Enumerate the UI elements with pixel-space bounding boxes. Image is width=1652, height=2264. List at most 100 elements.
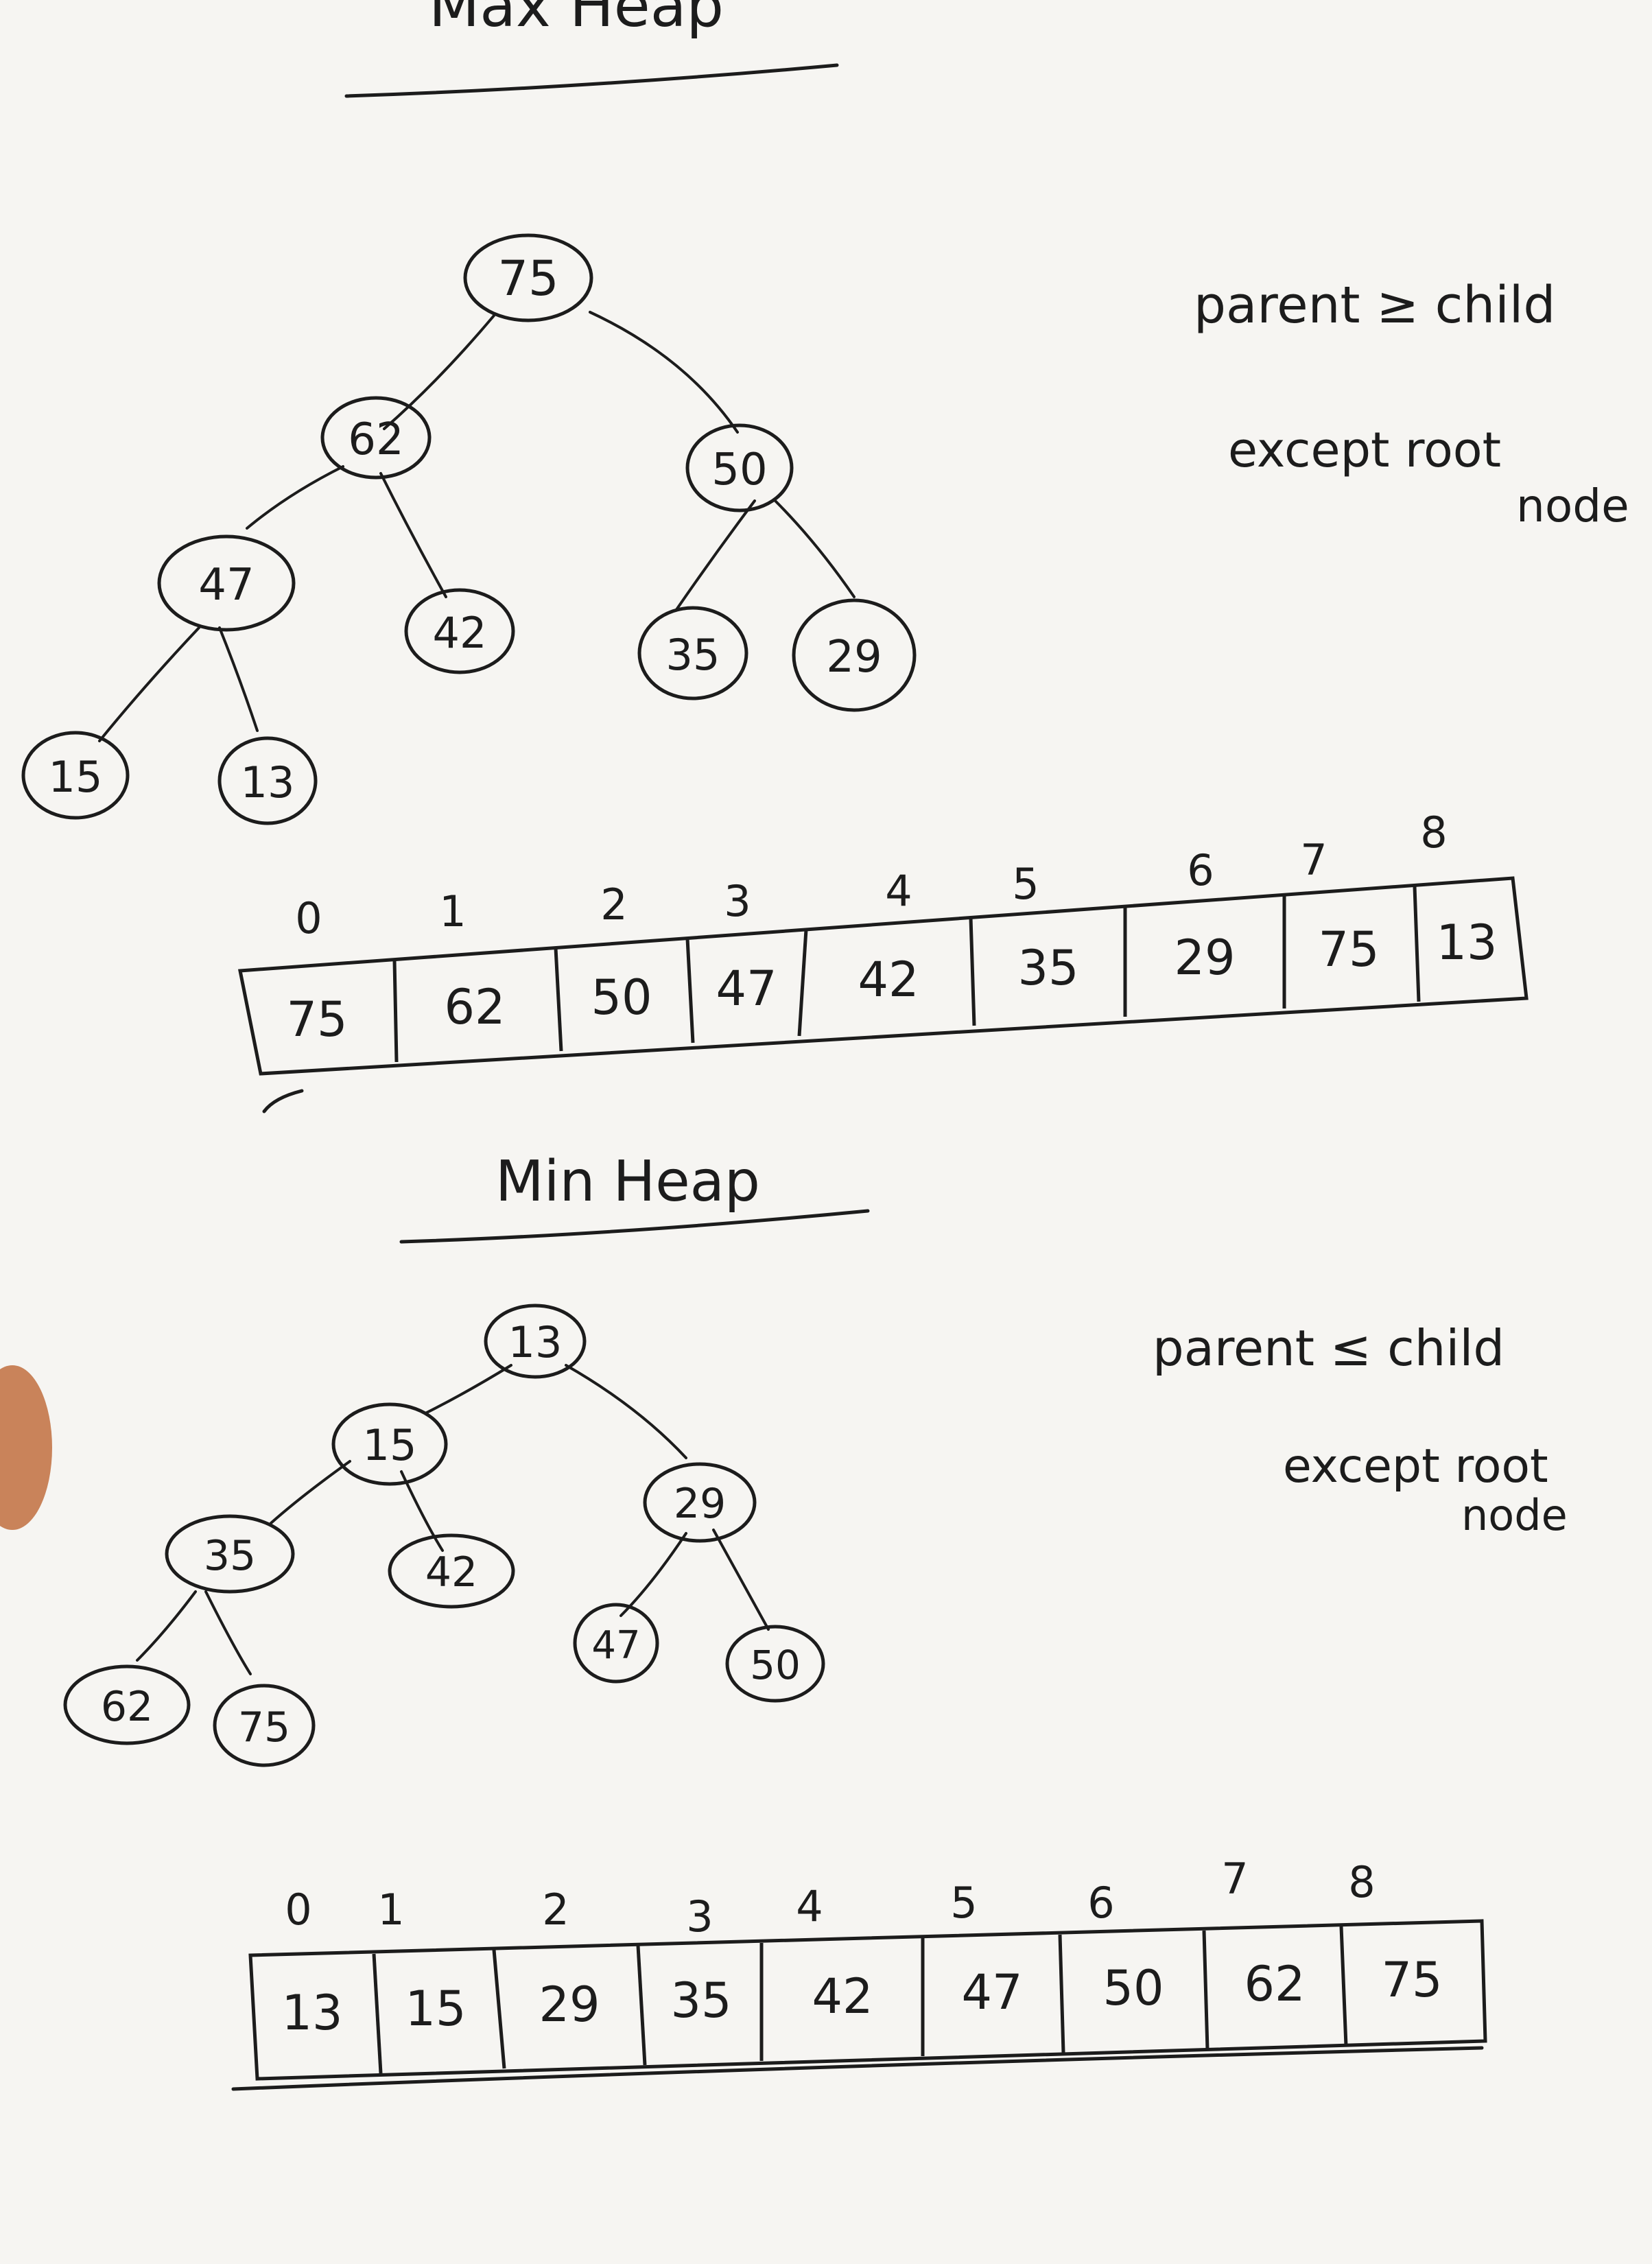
node-value: 62 (348, 414, 403, 465)
max-heap-tree: 75 62 50 47 42 35 (21, 233, 917, 825)
min-heap-array-base (231, 2046, 1484, 2091)
node-ring (21, 731, 130, 820)
node-value: 35 (666, 630, 720, 680)
array-index-3: 3 (724, 876, 751, 926)
array-divider (797, 929, 808, 1037)
min-edge-35-62 (136, 1590, 197, 1662)
array-divider (685, 938, 695, 1043)
array-cell-7: 62 (1244, 1956, 1305, 2012)
array-divider (492, 1949, 506, 2069)
min-edge-13-15 (424, 1364, 512, 1415)
array-cell-5: 35 (1017, 940, 1078, 996)
max-heap-node-42: 42 (404, 588, 515, 674)
min-heap-node-75: 75 (213, 1684, 316, 1767)
array-index-0: 0 (285, 1885, 311, 1935)
node-value: 75 (238, 1703, 290, 1752)
max-heap-node-13: 13 (217, 736, 318, 825)
max-heap-title: Max Heap (429, 0, 724, 40)
array-divider (1339, 1926, 1348, 2047)
array-divider (969, 917, 976, 1026)
array-cell-4: 42 (812, 1968, 873, 2025)
min-edge-35-75 (204, 1590, 252, 1675)
min-heap-array-values: 13 15 29 35 42 47 50 62 75 (281, 1952, 1442, 2041)
max-heap-node-75: 75 (463, 233, 593, 322)
max-heap-node-15: 15 (21, 731, 130, 820)
array-index-7: 7 (1300, 835, 1327, 885)
node-ring (331, 1402, 448, 1486)
node-ring (637, 606, 748, 700)
max-edge-47-15 (98, 626, 200, 742)
node-ring (573, 1603, 659, 1684)
node-ring (320, 396, 432, 480)
array-cell-1: 15 (405, 1981, 466, 2037)
min-edge-13-29 (565, 1364, 687, 1459)
node-value: 50 (750, 1642, 801, 1688)
min-edge-29-47 (620, 1532, 687, 1617)
max-heap-array: 0 1 2 3 4 5 6 7 8 75 (237, 807, 1529, 1076)
array-index-0: 0 (295, 893, 322, 943)
array-divider (1413, 886, 1421, 1002)
array-divider (1202, 1930, 1210, 2051)
max-heap-array-values: 75 62 50 47 42 35 29 75 13 (286, 915, 1497, 1048)
array-cell-4: 42 (858, 952, 919, 1008)
node-ring (165, 1514, 295, 1594)
min-heap-node-29: 29 (643, 1462, 757, 1543)
min-heap-section: Min Heap parent ≤ child except root node… (63, 1149, 1568, 2091)
max-heap-section: Max Heap parent ≥ child except root node… (21, 0, 1629, 1113)
node-value: 35 (204, 1532, 256, 1580)
min-heap-rule: parent ≤ child (1153, 1319, 1504, 1377)
node-ring (463, 233, 593, 322)
array-index-3: 3 (686, 1891, 713, 1942)
ink-smudge (0, 1365, 52, 1530)
node-ring (157, 534, 296, 632)
node-value: 13 (508, 1317, 563, 1367)
node-value: 47 (198, 560, 254, 611)
min-heap-node-42: 42 (388, 1533, 515, 1609)
array-cell-2: 29 (539, 1977, 600, 2033)
min-heap-array-dividers (372, 1926, 1348, 2074)
array-cell-3: 47 (716, 960, 777, 1017)
max-heap-node-62: 62 (320, 396, 432, 480)
max-heap-array-frame (237, 876, 1529, 1076)
min-heap-node-50: 50 (725, 1625, 825, 1703)
node-value: 29 (674, 1480, 726, 1528)
max-heap-node-29: 29 (792, 598, 917, 712)
array-index-6: 6 (1187, 845, 1214, 895)
min-heap-node-35: 35 (165, 1514, 295, 1594)
array-index-8: 8 (1348, 1857, 1375, 1907)
array-index-7: 7 (1221, 1854, 1248, 1904)
array-cell-7: 75 (1318, 921, 1379, 978)
max-edge-50-29 (774, 499, 856, 598)
node-value: 50 (711, 445, 767, 495)
array-index-2: 2 (542, 1885, 569, 1935)
node-ring (484, 1304, 587, 1379)
node-value: 75 (497, 250, 558, 307)
max-edge-62-42 (379, 472, 447, 598)
max-edge-47-13 (218, 626, 259, 732)
max-heap-array-indices: 0 1 2 3 4 5 6 7 8 (295, 807, 1447, 943)
min-heap-tree: 13 15 29 35 42 47 (63, 1304, 825, 1767)
max-heap-edges (98, 311, 856, 742)
node-value: 29 (826, 632, 882, 683)
node-value: 15 (49, 752, 103, 802)
array-index-6: 6 (1087, 1878, 1114, 1928)
node-value: 42 (425, 1548, 477, 1596)
array-divider (1058, 1934, 1065, 2053)
node-ring (63, 1664, 191, 1745)
array-index-5: 5 (950, 1878, 977, 1928)
array-cell-1: 62 (444, 979, 505, 1035)
node-ring (643, 1462, 757, 1543)
min-heap-array-indices: 0 1 2 3 4 5 6 7 8 (285, 1854, 1375, 1942)
max-heap-node-35: 35 (637, 606, 748, 700)
array-cell-8: 13 (1436, 915, 1497, 971)
min-heap-note-line2: node (1461, 1490, 1568, 1540)
node-ring (792, 598, 917, 712)
array-index-1: 1 (439, 886, 466, 936)
node-ring (388, 1533, 515, 1609)
array-index-8: 8 (1420, 807, 1447, 858)
min-heap-note-line1: except root (1283, 1439, 1548, 1494)
node-value: 13 (241, 757, 295, 807)
max-heap-note-line1: except root (1228, 422, 1501, 478)
array-index-4: 4 (885, 866, 912, 916)
array-cell-5: 47 (961, 1964, 1022, 2020)
